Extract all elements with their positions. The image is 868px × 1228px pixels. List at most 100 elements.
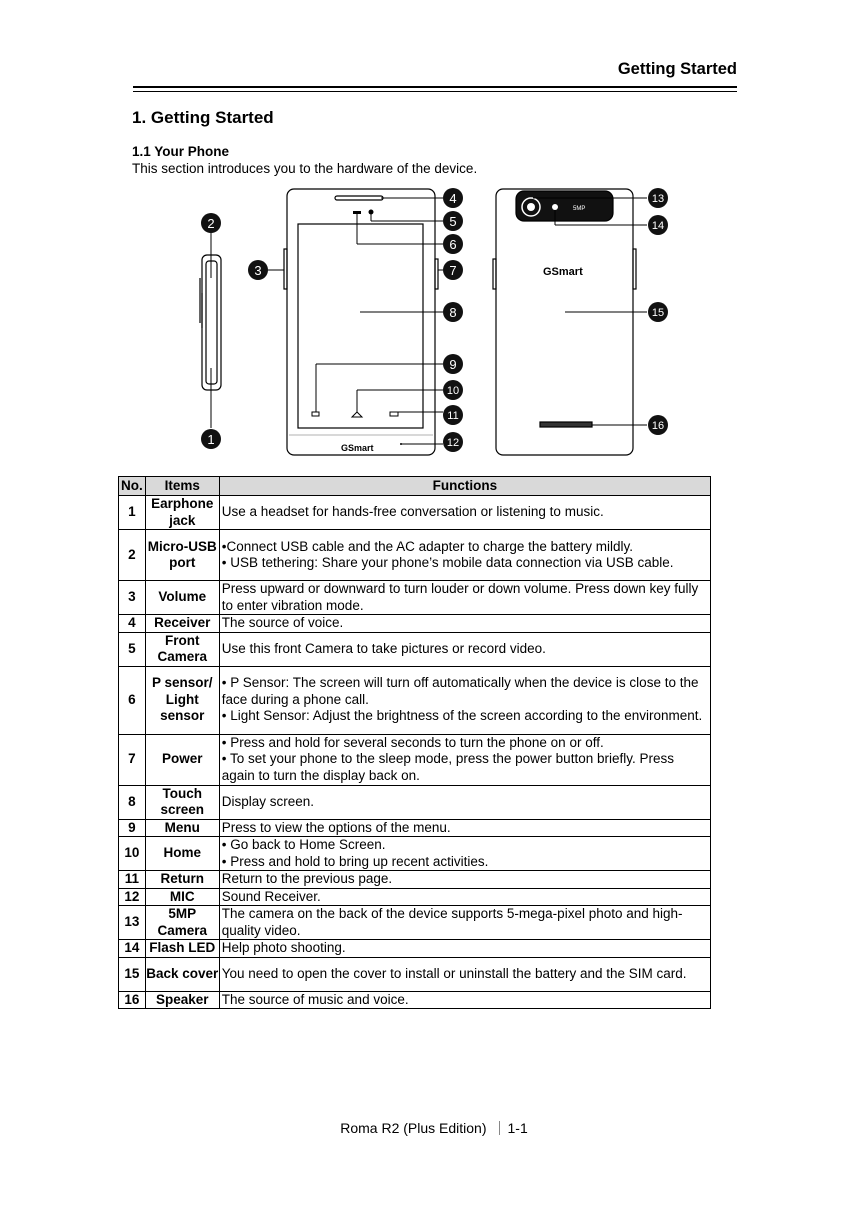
phone-back-view bbox=[495, 188, 634, 456]
row-item: Speaker bbox=[144, 990, 220, 1009]
svg-text:10: 10 bbox=[447, 385, 459, 397]
function-line: Press to view the options of the menu. bbox=[221, 819, 451, 835]
callout-11 bbox=[443, 405, 463, 425]
svg-text:13: 13 bbox=[652, 193, 664, 205]
function-line: Use a headset for hands-free conversatio… bbox=[221, 504, 604, 520]
speaker-grille bbox=[539, 421, 593, 428]
row-functions: Use a headset for hands-free conversatio… bbox=[218, 495, 712, 530]
row-functions: Display screen. bbox=[218, 784, 712, 820]
phone-front-view bbox=[286, 188, 436, 456]
function-line: • P Sensor: The screen will turn off aut… bbox=[221, 675, 699, 707]
function-line: •Connect USB cable and the AC adapter to… bbox=[221, 538, 633, 554]
front-logo: GSmart bbox=[341, 443, 374, 453]
back-logo: GSmart bbox=[543, 266, 583, 278]
callout-7 bbox=[443, 260, 463, 280]
function-line: Sound Receiver. bbox=[221, 888, 321, 904]
header-rule-thin bbox=[133, 91, 737, 92]
svg-text:5: 5 bbox=[449, 214, 456, 229]
side-key-back bbox=[492, 258, 497, 290]
row-item: Touch screen bbox=[144, 784, 220, 820]
row-number: 13 bbox=[118, 905, 146, 940]
svg-text:11: 11 bbox=[447, 410, 458, 422]
function-line: The source of voice. bbox=[221, 615, 344, 630]
row-number: 4 bbox=[118, 614, 146, 633]
callout-4 bbox=[443, 188, 463, 208]
section-title: 1. Getting Started bbox=[132, 108, 274, 127]
function-line: • Press and hold for several seconds to … bbox=[221, 734, 604, 750]
callout-14 bbox=[648, 215, 668, 235]
col-no: No. bbox=[118, 476, 146, 496]
footer-separator bbox=[498, 1121, 500, 1135]
footer-page-number: 1-1 bbox=[507, 1120, 528, 1136]
row-functions: Return to the previous page. bbox=[218, 870, 712, 889]
row-functions: Sound Receiver. bbox=[218, 887, 712, 906]
intro-text: This section introduces you to the hardw… bbox=[132, 161, 478, 176]
footer-product: Roma R2 (Plus Edition) bbox=[340, 1120, 487, 1136]
row-item: MIC bbox=[144, 887, 220, 906]
row-number: 10 bbox=[118, 836, 146, 871]
row-functions: The source of music and voice. bbox=[218, 990, 712, 1009]
row-functions: Help photo shooting. bbox=[218, 939, 712, 958]
callout-5 bbox=[443, 211, 463, 231]
callout-13 bbox=[648, 188, 668, 208]
function-line: Return to the previous page. bbox=[221, 871, 393, 886]
row-item: Flash LED bbox=[144, 939, 220, 958]
callout-3 bbox=[248, 260, 268, 280]
row-functions: You need to open the cover to install or… bbox=[218, 956, 712, 992]
header-rule-thick bbox=[133, 86, 737, 88]
svg-text:1: 1 bbox=[207, 432, 214, 447]
callout-2 bbox=[201, 213, 221, 233]
callout-15 bbox=[648, 302, 668, 322]
power-key bbox=[434, 258, 439, 290]
row-item: Back cover bbox=[144, 956, 220, 992]
svg-text:12: 12 bbox=[447, 437, 459, 449]
function-line: The source of music and voice. bbox=[221, 991, 409, 1007]
phone-diagram: GSmart 5MP GSmart bbox=[199, 188, 668, 456]
svg-text:7: 7 bbox=[449, 263, 456, 278]
callout-6 bbox=[443, 234, 463, 254]
row-number: 15 bbox=[118, 956, 146, 992]
function-line: Use this front Camera to take pictures o… bbox=[221, 640, 546, 656]
svg-text:2: 2 bbox=[207, 216, 214, 231]
row-number: 5 bbox=[118, 631, 146, 667]
row-item: 5MP Camera bbox=[144, 905, 220, 940]
phone-hardware-figure: GSmart 5MP GSmart bbox=[185, 183, 685, 463]
row-functions: The source of voice. bbox=[218, 614, 712, 633]
row-functions: •Connect USB cable and the AC adapter to… bbox=[218, 529, 712, 581]
row-number: 7 bbox=[118, 733, 146, 786]
row-functions: Press upward or downward to turn louder … bbox=[218, 580, 712, 615]
function-line: Press upward or downward to turn louder … bbox=[221, 581, 699, 613]
svg-text:6: 6 bbox=[449, 237, 456, 252]
row-number: 3 bbox=[118, 580, 146, 615]
side-key-back-right bbox=[632, 248, 637, 290]
page-footer: Roma R2 (Plus Edition) 1-1 bbox=[0, 1120, 868, 1136]
row-number: 2 bbox=[118, 529, 146, 581]
row-functions: Press to view the options of the menu. bbox=[218, 818, 712, 837]
row-item: Earphone jack bbox=[144, 495, 220, 530]
camera-label: 5MP bbox=[573, 206, 585, 212]
receiver-grille bbox=[334, 195, 384, 201]
row-number: 6 bbox=[118, 665, 146, 735]
row-item: Receiver bbox=[144, 614, 220, 633]
svg-text:15: 15 bbox=[652, 307, 664, 319]
row-number: 11 bbox=[118, 870, 146, 889]
function-line: • Go back to Home Screen. bbox=[221, 837, 386, 852]
row-item: Return bbox=[144, 870, 220, 889]
row-item: P sensor/ Light sensor bbox=[144, 665, 220, 735]
row-functions: The camera on the back of the device sup… bbox=[218, 905, 712, 940]
svg-text:4: 4 bbox=[449, 191, 456, 206]
col-items: Items bbox=[144, 476, 220, 496]
callout-16 bbox=[648, 415, 668, 435]
volume-key bbox=[283, 248, 288, 290]
